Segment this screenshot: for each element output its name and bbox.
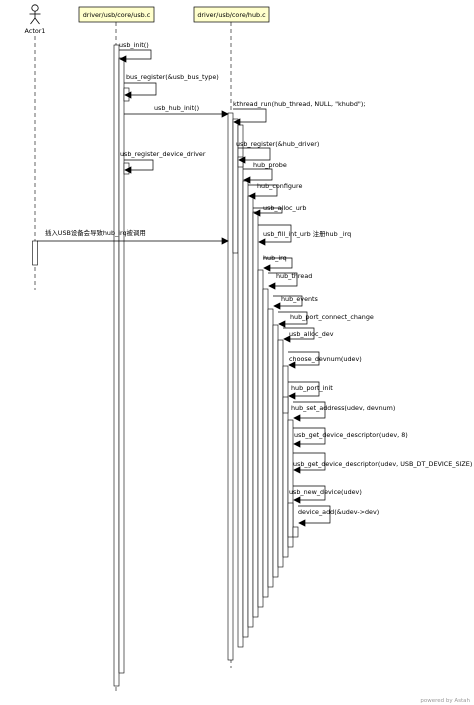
message-arrow-m14 (273, 295, 303, 307)
participant-label-usb-c: driver/usb/core/usb.c (83, 11, 151, 19)
arrowhead-m21 (293, 466, 301, 474)
activation-bar (242, 180, 249, 638)
message-arrow-m9 (253, 207, 283, 214)
message-label-m7: hub_probe (253, 161, 287, 169)
activation-bar (292, 526, 299, 538)
activation-bar (282, 396, 289, 414)
arrowhead-m4 (233, 118, 241, 126)
message-label-m4: kthread_run(hub_thread, NULL, "khubd"); (233, 100, 366, 108)
message-label-m9: usb_alloc_urb (263, 204, 306, 212)
message-label-m8: hub_configure (257, 182, 302, 190)
message-arrow-m23 (298, 505, 331, 524)
message-arrow-m21 (293, 452, 326, 471)
arrowhead-m10 (258, 238, 266, 246)
message-label-m22: usb_new_device(udev) (289, 488, 362, 496)
message-label-m5: usb_register(&hub_driver) (236, 140, 319, 148)
participant-label-hub-c: driver/usb/core/hub.c (197, 11, 266, 19)
arrowhead-m19 (293, 414, 301, 422)
actor-figure (29, 4, 41, 25)
activation-bar (32, 240, 38, 266)
message-arrow-m1 (119, 49, 152, 60)
message-arrow-m4 (233, 108, 267, 123)
message-arrow-m20 (293, 427, 326, 445)
message-label-m14: hub_events (281, 295, 319, 303)
activation-bar (267, 308, 274, 588)
arrowhead-m12 (263, 264, 271, 272)
message-labels-group: usb_init() bus_register(&usb_bus_type)usb… (45, 41, 472, 516)
message-arrow-m16 (283, 327, 315, 340)
activation-bar (227, 112, 234, 661)
arrowhead-m14 (273, 302, 281, 310)
activation-bar (262, 288, 269, 598)
message-arrow-m19 (293, 401, 326, 419)
arrowhead-m17 (288, 361, 296, 369)
message-arrow-m7 (243, 168, 273, 181)
message-arrow-m12 (263, 257, 293, 269)
participant-box-hub-c (193, 6, 270, 23)
activation-bar (247, 195, 254, 628)
arrowhead-m16 (283, 335, 291, 343)
message-label-m17: choose_devnum(udev) (289, 355, 362, 363)
message-label-m3: usb_hub_init() (154, 104, 199, 112)
arrowhead-m13 (268, 282, 276, 290)
arrowhead-m11 (221, 237, 229, 245)
activation-bar (113, 44, 120, 687)
message-arrow-m10 (258, 224, 292, 243)
message-label-m1: usb_init() (119, 41, 149, 49)
arrowhead-m15 (278, 320, 286, 328)
activation-bar (237, 124, 244, 648)
arrowhead-m7 (243, 176, 251, 184)
message-arrow-m6 (124, 159, 154, 171)
activation-bar (272, 324, 279, 578)
message-arrow-m13 (268, 272, 298, 287)
message-label-m20: usb_get_device_descriptor(udev, 8) (294, 431, 408, 439)
activation-bar (257, 269, 264, 608)
message-label-m6: usb_register_device_driver (120, 150, 206, 158)
message-label-m23: device_add(&udev->dev) (298, 508, 379, 516)
message-label-m15: hub_port_connect_change (290, 313, 374, 321)
message-label-m18: hub_port_init (291, 384, 333, 392)
messages-group (37, 49, 331, 527)
watermark: powered by Astah (420, 698, 470, 704)
message-arrow-m17 (288, 351, 320, 366)
arrowhead-m20 (293, 440, 301, 448)
message-label-m12: hub_irq (263, 254, 287, 262)
message-label-m16: usb_alloc_dev (289, 330, 334, 338)
message-arrow-m15 (278, 311, 308, 325)
arrowhead-m18 (288, 392, 296, 400)
participant-box-usb-c (78, 6, 155, 23)
message-arrow-m5 (238, 147, 271, 161)
arrowhead-m1 (119, 55, 127, 63)
arrowhead-m6 (124, 166, 132, 174)
message-label-m2: bus_register(&usb_bus_type) (126, 73, 219, 81)
message-arrow-m2 (124, 82, 157, 96)
arrowhead-m22 (293, 496, 301, 504)
message-arrow-m18 (288, 381, 320, 397)
message-label-m11: 插入USB设备会导致hub_irq被调用 (45, 228, 146, 237)
arrowhead-m23 (298, 519, 306, 527)
arrowhead-m9 (253, 209, 261, 217)
message-label-m10: usb_fill_int_urb 注册hub _irq (263, 229, 351, 238)
activation-bar (287, 419, 294, 548)
message-arrow-m8 (248, 184, 278, 197)
message-label-m13: hub_thread (276, 272, 312, 280)
arrowhead-m8 (248, 192, 256, 200)
activation-bar (287, 502, 294, 538)
activation-bar (252, 211, 259, 618)
arrowhead-m5 (238, 156, 246, 164)
message-label-m21: usb_get_device_descriptor(udev, USB_DT_D… (293, 460, 472, 468)
activation-bar (282, 365, 289, 558)
arrowhead-m3 (221, 110, 229, 118)
message-label-m19: hub_set_address(udev, devnum) (291, 404, 395, 412)
actor-label: Actor1 (25, 27, 46, 35)
arrowhead-m2 (124, 91, 132, 99)
activation-bar (277, 339, 284, 568)
message-arrow-m22 (293, 485, 326, 501)
